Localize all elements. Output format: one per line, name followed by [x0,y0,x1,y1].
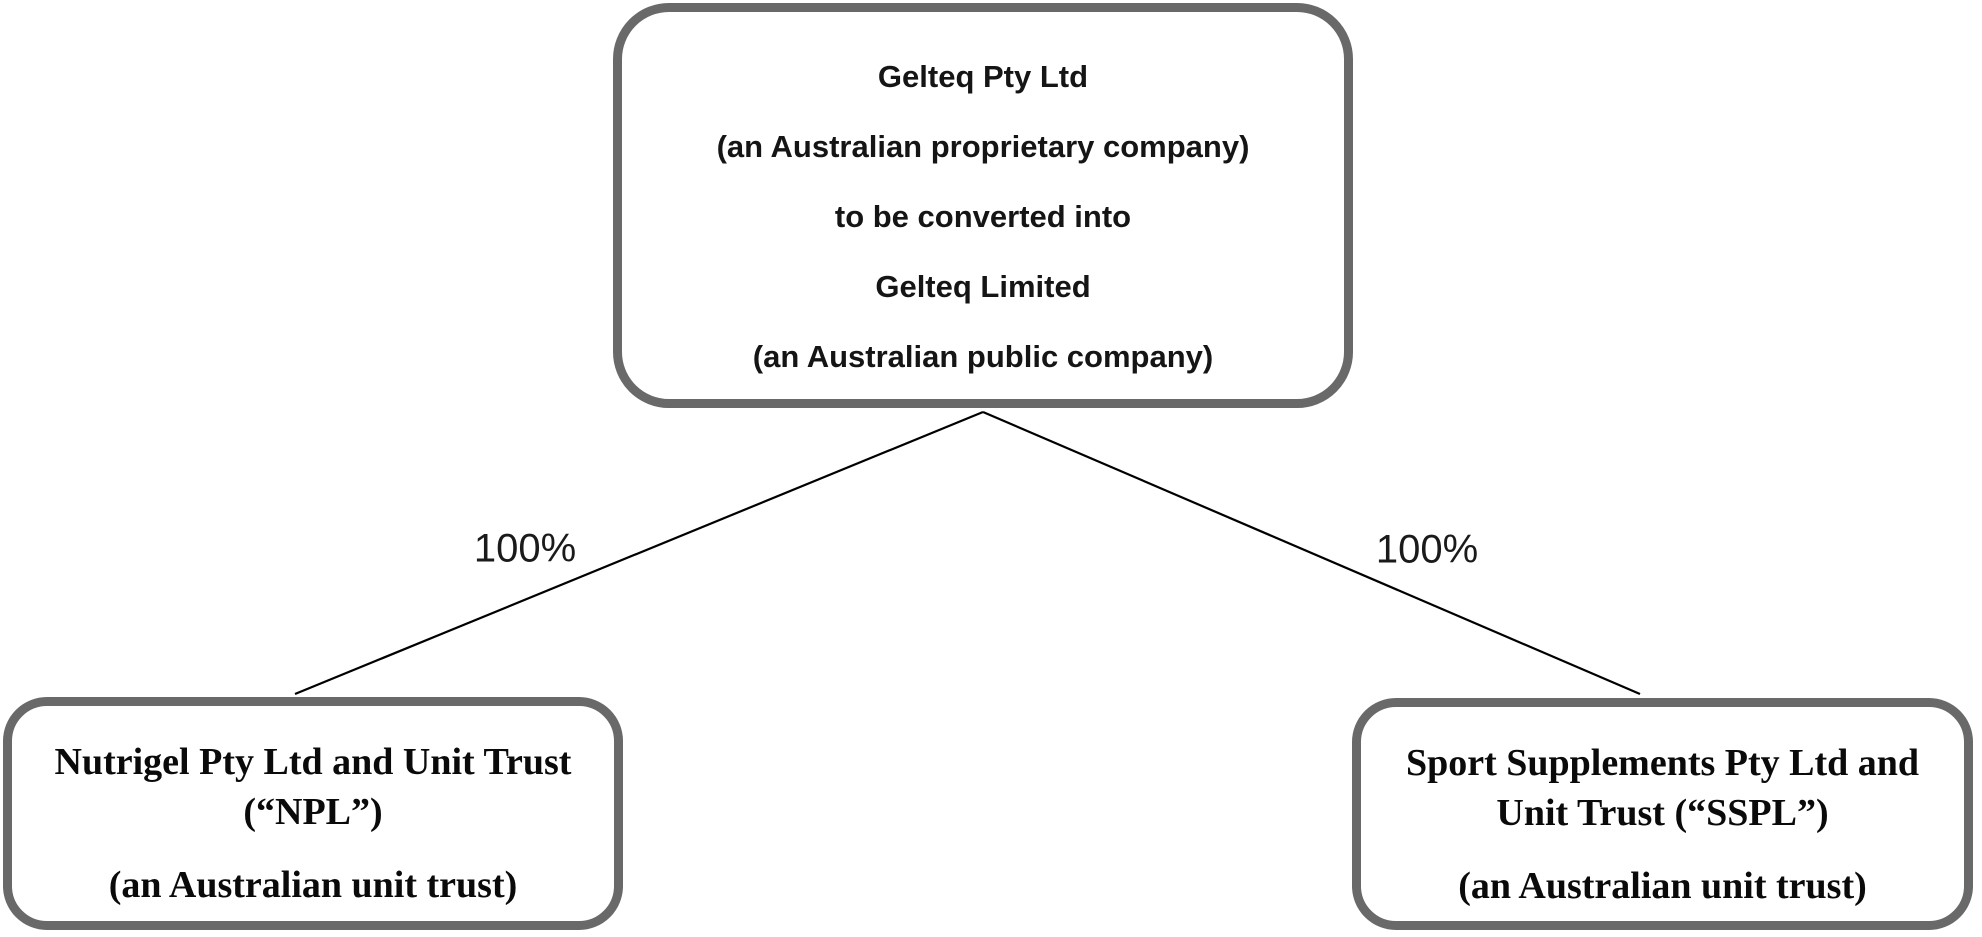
right-ownership-label: 100% [1375,527,1479,572]
subsidiary-name-sspl: Sport Supplements Pty Ltd and Unit Trust… [1405,742,1920,834]
parent-conversion-note: to be converted into [834,199,1132,234]
parent-company-box: Gelteq Pty Ltd (an Australian proprietar… [613,3,1353,408]
connector-line-left [294,410,984,696]
parent-converted-type: (an Australian public company) [752,339,1214,374]
subsidiary-box-npl: Nutrigel Pty Ltd and Unit Trust (“NPL”) … [3,697,623,930]
left-ownership-label: 100% [473,526,577,571]
parent-converted-name: Gelteq Limited [875,269,1091,304]
subsidiary-descriptor-npl: (an Australian unit trust) [108,864,518,906]
subsidiary-descriptor-sspl: (an Australian unit trust) [1458,865,1867,907]
subsidiary-box-sspl: Sport Supplements Pty Ltd and Unit Trust… [1352,698,1973,930]
parent-company-name: Gelteq Pty Ltd [877,59,1089,94]
parent-company-type: (an Australian proprietary company) [716,129,1250,164]
connector-line-right [982,410,1641,696]
subsidiary-name-npl: Nutrigel Pty Ltd and Unit Trust (“NPL”) [54,741,572,833]
